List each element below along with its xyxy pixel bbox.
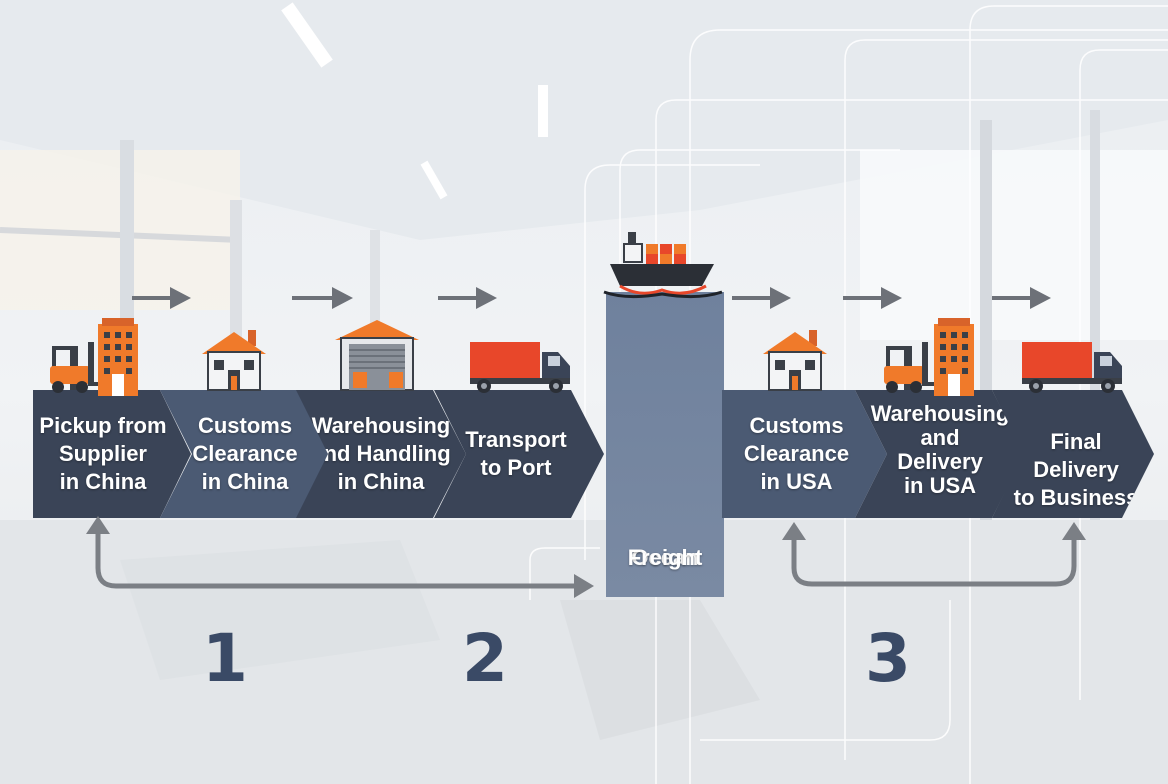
building-icon [934, 318, 974, 396]
step-pickup-from-supplier: Pickup from Supplier in China [33, 390, 191, 518]
arrow-right-icon [732, 287, 791, 309]
step-label-line: Clearance [192, 441, 298, 466]
step-final-delivery-to-business: Final Delivery to Business [992, 390, 1154, 518]
step-label-line: Clearance [743, 441, 850, 466]
step-ocean-freight: Ocean Freight [606, 292, 724, 597]
step-label-line: in China [59, 469, 147, 494]
phase-number-3: 3 [865, 620, 911, 697]
step-label-line: Transport [465, 427, 567, 452]
step-customs-clearance-usa: Customs Clearance in USA [722, 390, 887, 518]
house-icon [763, 330, 827, 391]
step-label-line: Supplier [58, 441, 147, 466]
step-label-line: Customs [197, 413, 293, 438]
step-label-line: to Port [480, 455, 552, 480]
phase-number-2: 2 [462, 620, 508, 697]
step-label-line: in USA [760, 469, 833, 494]
phase-number-1: 1 [202, 620, 248, 697]
connector-arrow [86, 516, 594, 598]
arrow-right-icon [438, 287, 497, 309]
step-label-line: in USA [903, 473, 977, 498]
step-warehousing-handling-china: Warehousing and Handling in China [296, 390, 466, 518]
step-label-line: to Business [1013, 485, 1139, 510]
step-label-line: in China [337, 469, 425, 494]
step-label-line: Ocean [631, 545, 699, 570]
step-warehousing-delivery-usa: Warehousing and Delivery in USA [855, 390, 1025, 518]
step-label-line: Delivery [897, 449, 983, 474]
step-label-line: and [920, 425, 960, 450]
step-label-line: in China [201, 469, 289, 494]
step-label-line: Pickup from [39, 413, 167, 438]
arrow-right-icon [292, 287, 353, 309]
step-label-line: Customs [749, 413, 844, 438]
step-label-line: and Handling [311, 441, 451, 466]
truck-icon [1022, 342, 1122, 393]
arrow-right-icon [132, 287, 191, 309]
cargo-ship-icon [603, 232, 723, 299]
step-label-line: Final Delivery [1033, 429, 1119, 482]
forklift-icon [50, 342, 104, 393]
truck-icon [470, 342, 570, 393]
building-icon [98, 318, 138, 396]
forklift-icon [884, 342, 938, 393]
step-label-line: Warehousing [870, 401, 1010, 426]
step-label-line: Warehousing [311, 413, 451, 438]
step-label-line: Freight [627, 545, 703, 570]
connector-arrow [782, 522, 1086, 587]
arrow-right-icon [992, 287, 1051, 309]
arrow-right-icon [843, 287, 902, 309]
house-icon [202, 330, 266, 391]
warehouse-icon [335, 320, 419, 391]
